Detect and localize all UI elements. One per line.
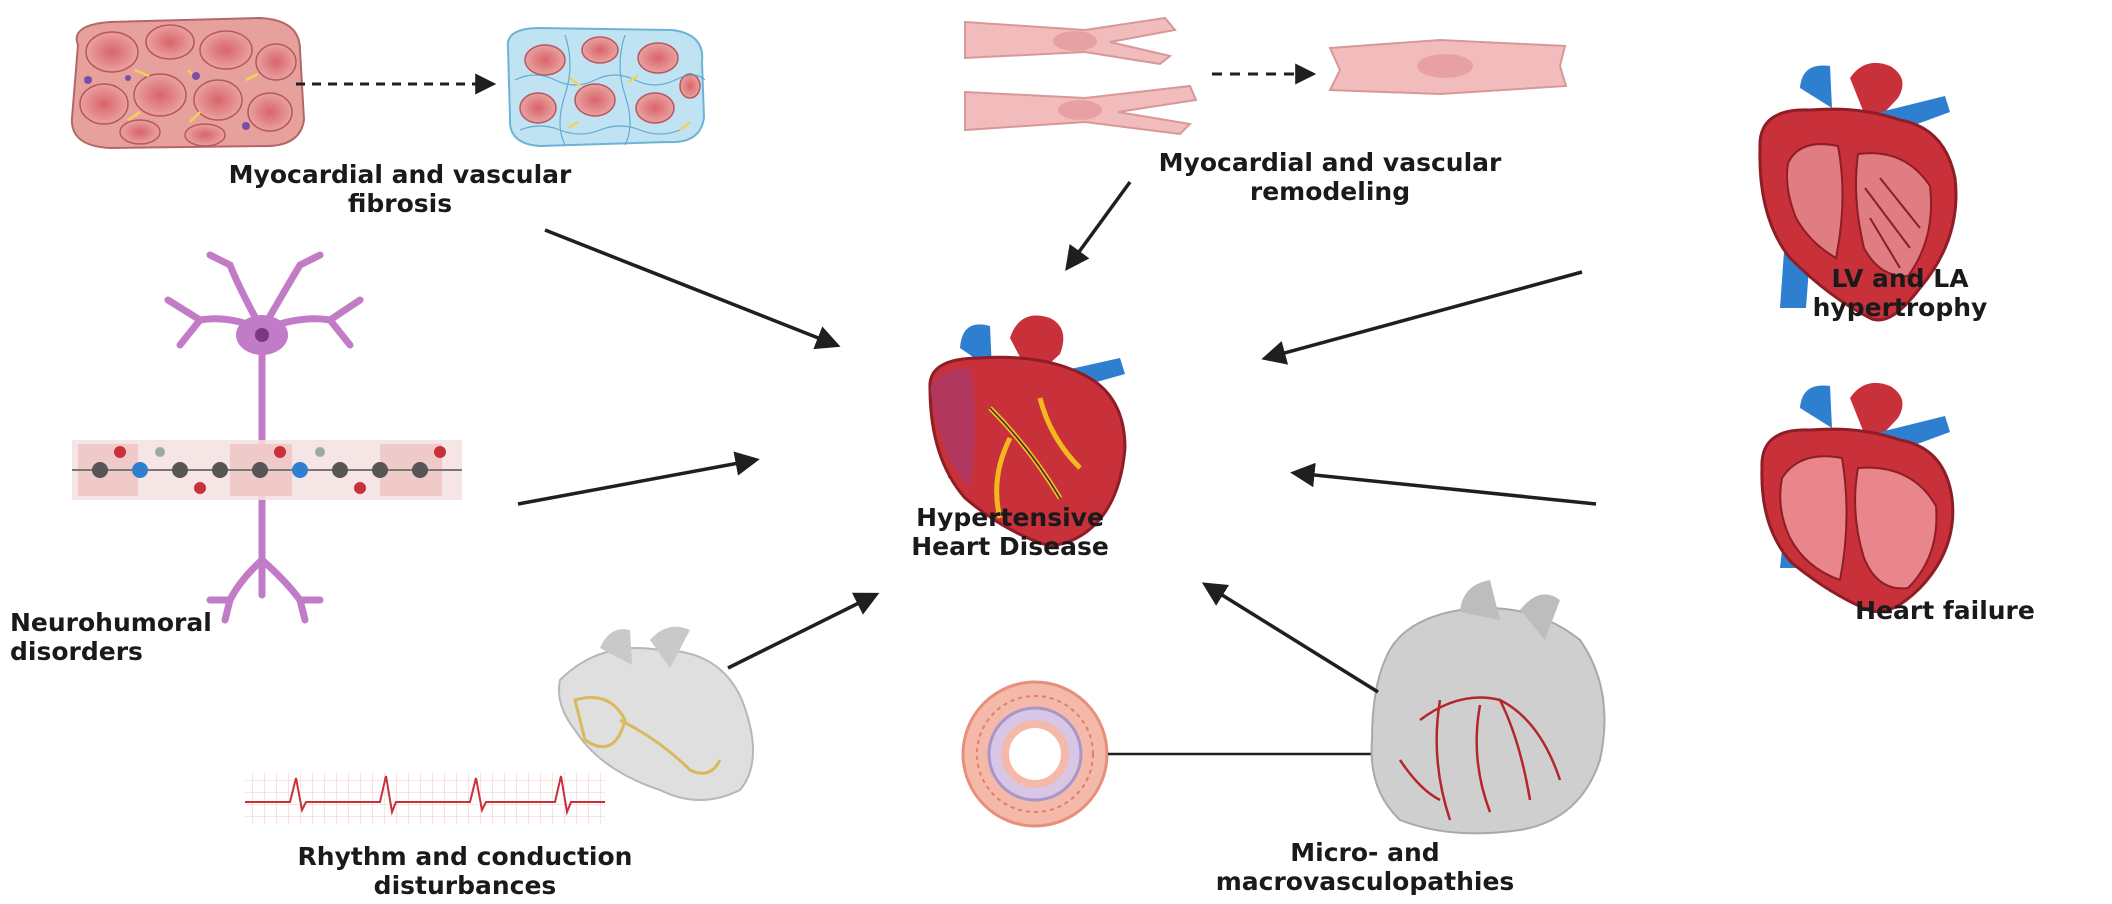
failing-heart-icon <box>1762 383 1953 612</box>
arrow-heart-failure <box>1295 473 1596 504</box>
label-fibrosis: Myocardial and vascular fibrosis <box>170 160 630 218</box>
vessel-cross-section-icon <box>963 682 1395 826</box>
center-label: Hypertensive Heart Disease <box>860 503 1160 561</box>
label-rhythm-line2: disturbances <box>235 871 695 900</box>
label-neurohumoral: Neurohumoral disorders <box>10 608 270 666</box>
label-hypertrophy-line2: hypertrophy <box>1770 293 2030 322</box>
arrow-vasculopathies <box>1206 585 1378 692</box>
label-rhythm: Rhythm and conduction disturbances <box>235 842 695 900</box>
label-remodeling-line1: Myocardial and vascular <box>1100 148 1560 177</box>
myocyte-remodeling-icon <box>965 18 1566 134</box>
label-fibrosis-line1: Myocardial and vascular <box>170 160 630 189</box>
arrow-rhythm <box>728 595 875 668</box>
label-heart-failure: Heart failure <box>1830 596 2060 625</box>
center-label-line1: Hypertensive <box>860 503 1160 532</box>
fibrosis-tissue-icon <box>72 18 705 148</box>
label-neurohumoral-line1: Neurohumoral <box>10 608 270 637</box>
label-fibrosis-line2: fibrosis <box>170 189 630 218</box>
arrow-neurohumoral <box>518 460 755 504</box>
label-vasculopathies: Micro- and macrovasculopathies <box>1175 838 1555 896</box>
coronary-heart-icon <box>1372 580 1605 833</box>
label-neurohumoral-line2: disorders <box>10 637 270 666</box>
ecg-heart-icon <box>245 627 753 824</box>
arrow-fibrosis <box>545 230 836 345</box>
label-vasculopathies-line2: macrovasculopathies <box>1175 867 1555 896</box>
label-heart-failure-line1: Heart failure <box>1830 596 2060 625</box>
arrow-hypertrophy <box>1266 272 1582 358</box>
label-remodeling: Myocardial and vascular remodeling <box>1100 148 1560 206</box>
label-hypertrophy: LV and LA hypertrophy <box>1770 264 2030 322</box>
label-vasculopathies-line1: Micro- and <box>1175 838 1555 867</box>
label-hypertrophy-line1: LV and LA <box>1770 264 2030 293</box>
neuron-icon <box>72 255 462 620</box>
label-remodeling-line2: remodeling <box>1100 177 1560 206</box>
center-label-line2: Heart Disease <box>860 532 1160 561</box>
label-rhythm-line1: Rhythm and conduction <box>235 842 695 871</box>
